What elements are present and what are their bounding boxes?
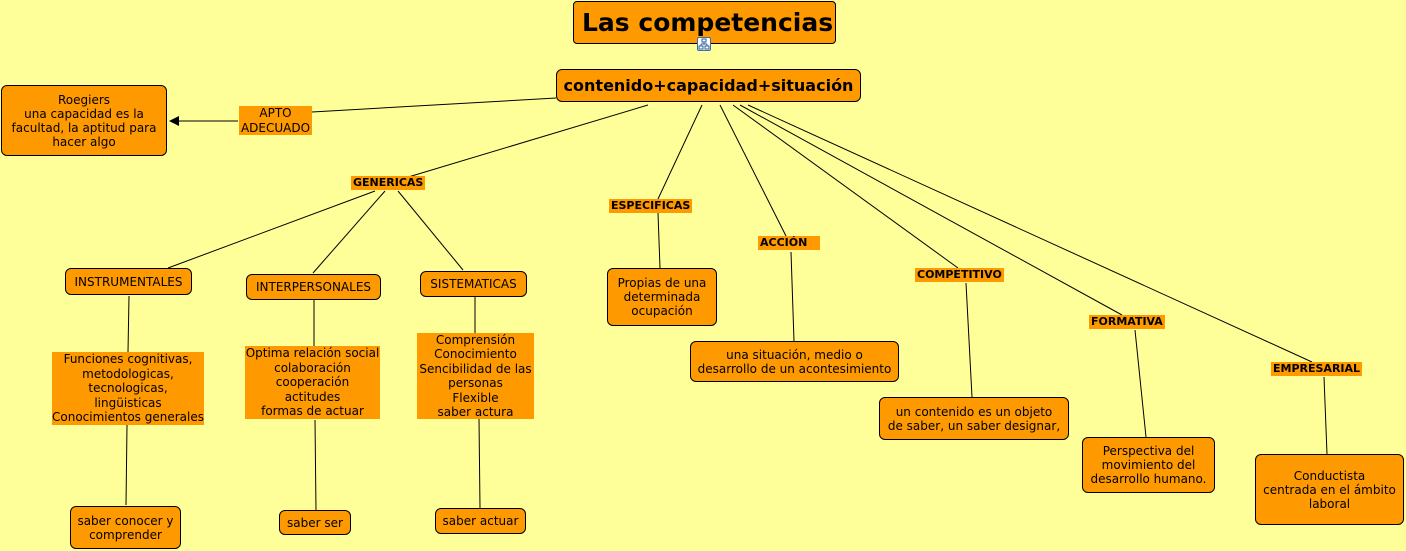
details-instrumentales[interactable]: Funciones cognitivas, metodologicas, tec… (52, 352, 204, 425)
type-instrumentales[interactable]: INSTRUMENTALES (65, 268, 192, 295)
connector-center-especificas (657, 104, 703, 200)
connector-especificas-desc (657, 212, 661, 269)
connector-competitivo-desc (965, 282, 973, 398)
desc-formativa[interactable]: Perspectiva del movimiento del desarroll… (1082, 437, 1215, 493)
details-sistematicas[interactable]: Comprensión Conocimiento Sencibilidad de… (417, 333, 534, 419)
outcome-instrumentales[interactable]: saber conocer y comprender (70, 506, 181, 549)
outcome-interpersonales[interactable]: saber ser (279, 510, 351, 535)
apto-label: APTO ADECUADO (239, 106, 312, 135)
connector-sistematicas-outcome (478, 418, 481, 509)
connector-instrumentales-outcome (125, 424, 128, 506)
category-empresarial[interactable]: EMPRESARIAL (1271, 362, 1363, 376)
outcome-sistematicas[interactable]: saber actuar (435, 508, 526, 534)
connector-genericas-sistematicas (397, 190, 464, 271)
connector-empresarial-desc (1323, 376, 1328, 455)
category-genericas[interactable]: GENERICAS (351, 176, 426, 190)
desc-especificas[interactable]: Propias de una determinada ocupación (607, 268, 717, 326)
central-concept[interactable]: contenido+capacidad+situación (556, 69, 861, 102)
map-title: Las competencias (573, 1, 836, 44)
category-especificas[interactable]: ESPECIFICAS (609, 199, 693, 213)
connector-interpersonales-outcome (314, 419, 317, 511)
desc-competitivo[interactable]: un contenido es un objeto de saber, un s… (879, 397, 1069, 440)
concept-map-icon[interactable] (697, 37, 711, 51)
desc-accion[interactable]: una situación, medio o desarrollo de un … (690, 341, 899, 382)
category-formativa[interactable]: FORMATIVA (1089, 315, 1165, 329)
connector-center-formativa (739, 104, 1123, 316)
connector-formativa-desc (1134, 329, 1147, 438)
connector-center-empresarial (747, 104, 1313, 363)
connector-genericas-interpersonales (312, 190, 386, 274)
type-sistematicas[interactable]: SISTEMATICAS (420, 271, 527, 297)
category-accion[interactable]: ACCIÓN (758, 236, 820, 250)
connector-instrumentales-details (127, 295, 130, 353)
category-competitivo[interactable]: COMPETITIVO (915, 268, 1004, 282)
connector-center-accion (719, 104, 787, 237)
desc-empresarial[interactable]: Conductista centrada en el ámbito labora… (1255, 454, 1404, 525)
connector-accion-desc (790, 251, 795, 342)
connector-center-apto (311, 97, 557, 113)
details-interpersonales[interactable]: Optima relación social colaboración coop… (245, 346, 380, 419)
connector-genericas-instrumentales (167, 190, 376, 269)
roegiers-node[interactable]: Roegiers una capacidad es la facultad, l… (1, 85, 167, 156)
type-interpersonales[interactable]: INTERPERSONALES (246, 274, 381, 300)
connector-center-genericas (404, 104, 649, 179)
